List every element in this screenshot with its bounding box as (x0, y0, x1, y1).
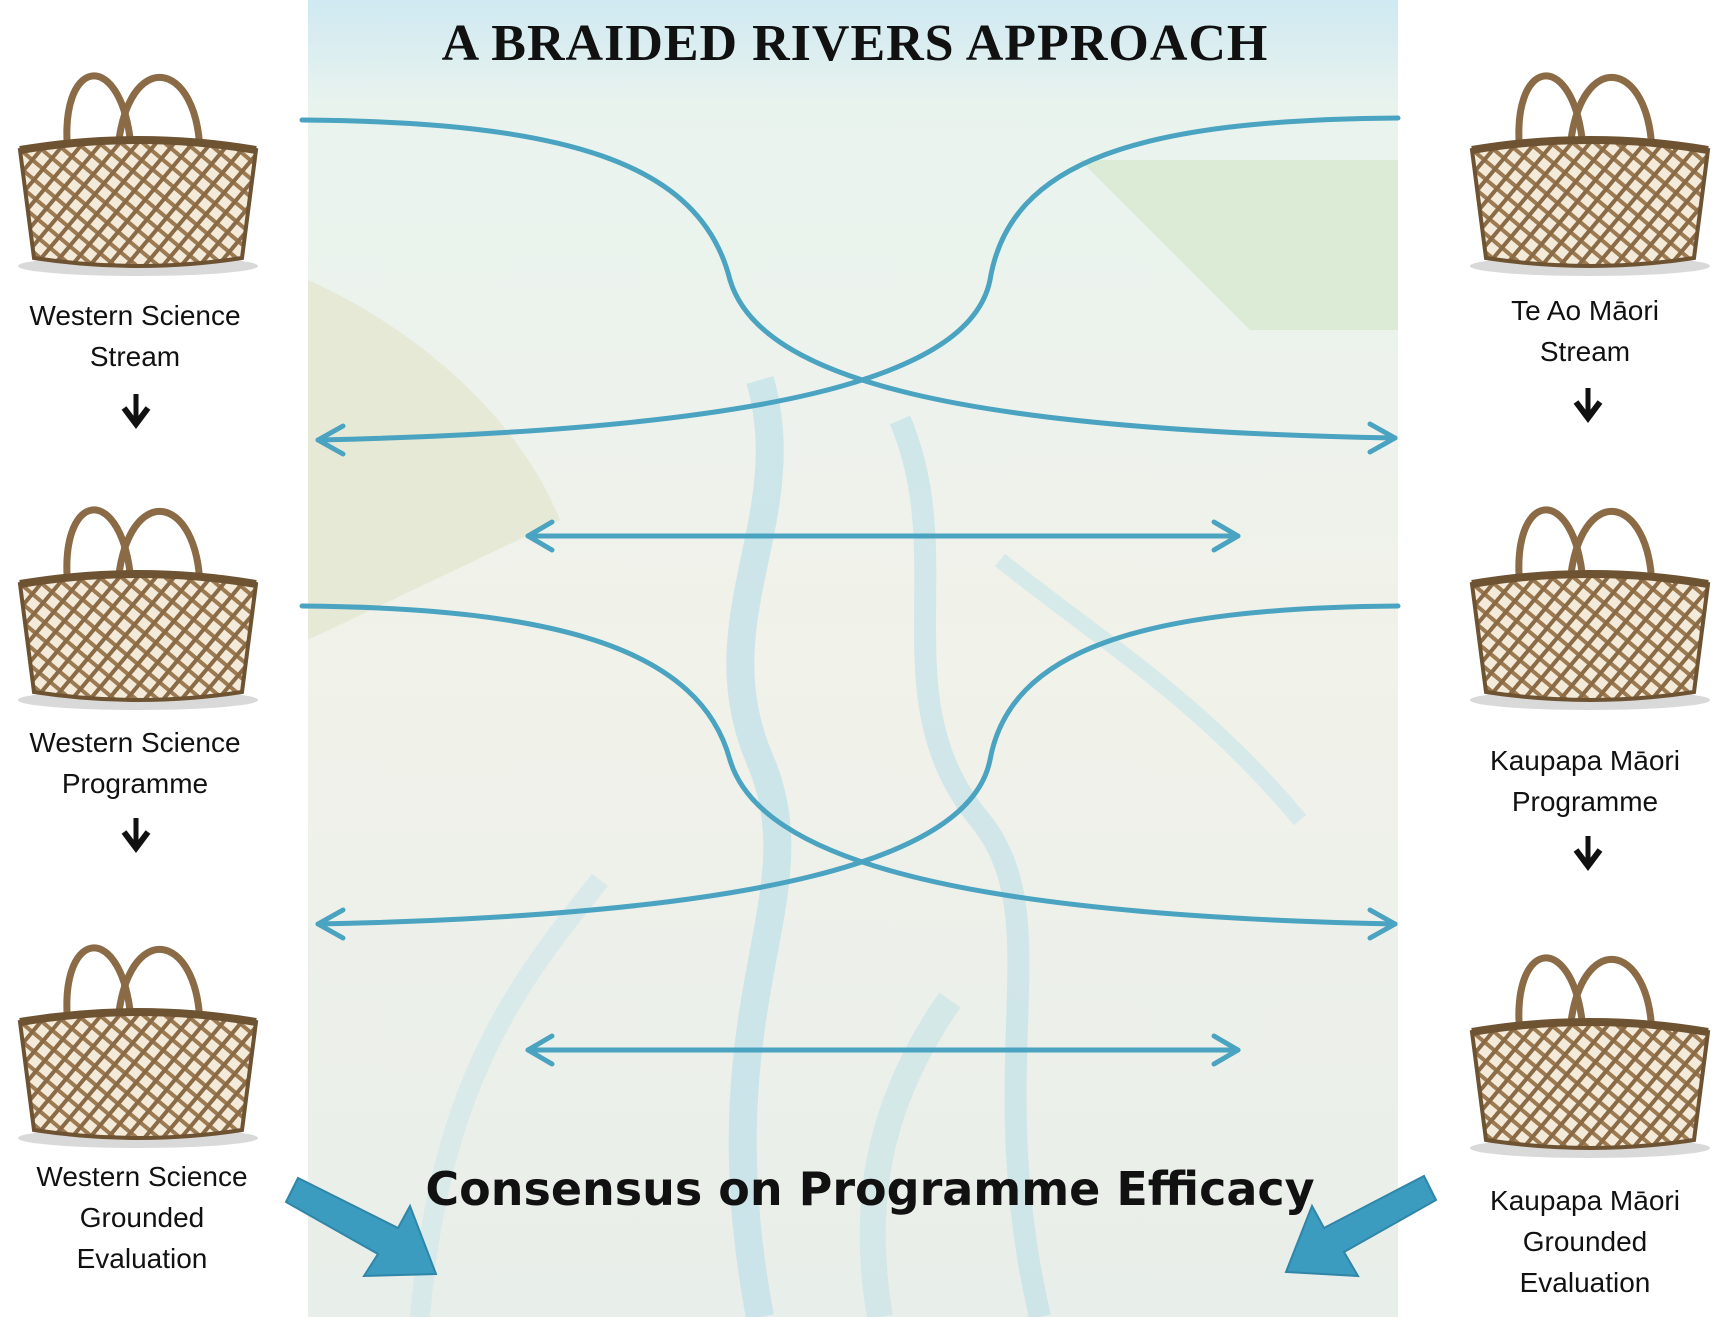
braid-arrowhead-upper-left (315, 423, 346, 457)
double-arrow-upper-right-head (1211, 519, 1241, 553)
braid-arrowhead-lower-right (1367, 907, 1398, 941)
down-arrow-icon-right-1 (1576, 388, 1600, 418)
river-background (308, 0, 1398, 1317)
braid-arrowhead-upper-right (1367, 421, 1398, 455)
braid-curve-upper-left-to-right (299, 117, 1398, 441)
braid-curve-lower-left-to-right (299, 603, 1398, 927)
double-arrow-lower-right-head (1211, 1033, 1241, 1067)
basket-icon-western-evaluation (18, 948, 258, 1148)
basket-icon-maori-programme (1470, 510, 1710, 710)
down-arrow-icon-left-1 (124, 394, 148, 424)
label-kaupapa-maori-evaluation: Kaupapa Māori Grounded Evaluation (1490, 1185, 1680, 1298)
braid-curve-upper-right-to-left (315, 115, 1401, 443)
diagram-title: A BRAIDED RIVERS APPROACH (441, 15, 1269, 72)
basket-icon-maori-stream (1470, 76, 1710, 276)
label-western-science-stream: Western Science Stream (29, 300, 241, 372)
block-arrow-icon-right (1284, 1174, 1438, 1278)
consensus-heading: Consensus on Programme Efficacy (425, 1162, 1315, 1216)
braid-arrowhead-lower-left (315, 907, 346, 941)
basket-icon-maori-evaluation (1470, 958, 1710, 1158)
block-arrow-icon-left (284, 1176, 438, 1278)
double-arrow-upper-left-head (525, 519, 555, 553)
down-arrow-icon-right-2 (1576, 836, 1600, 866)
down-arrow-icon-left-2 (124, 818, 148, 848)
basket-icon-western-stream (18, 76, 258, 276)
braid-curve-lower-right-to-left (315, 603, 1401, 927)
double-arrow-lower-left-head (525, 1033, 555, 1067)
basket-icon-western-programme (18, 510, 258, 710)
label-western-science-evaluation: Western Science Grounded Evaluation (36, 1161, 248, 1274)
label-western-science-programme: Western Science Programme (29, 727, 241, 799)
label-kaupapa-maori-programme: Kaupapa Māori Programme (1490, 745, 1680, 817)
label-te-ao-maori-stream: Te Ao Māori Stream (1511, 295, 1659, 367)
